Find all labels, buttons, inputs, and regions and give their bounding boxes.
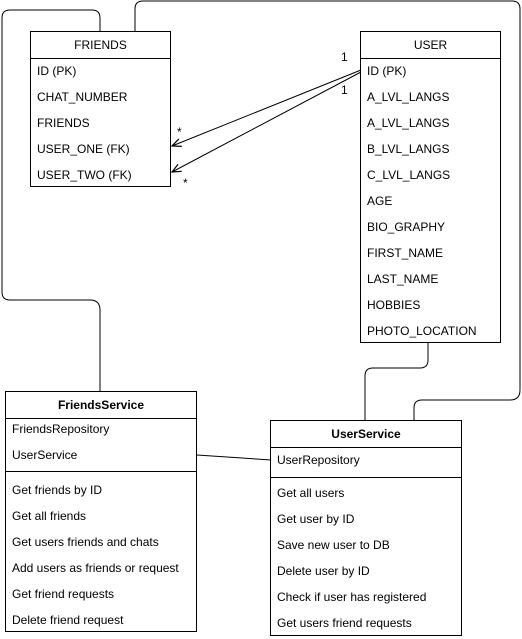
- user-service-method: Get users friend requests: [277, 616, 412, 630]
- friends-field: CHAT_NUMBER: [37, 90, 128, 104]
- friends-table-title: FRIENDS: [31, 32, 170, 59]
- friends-service-method: Delete friend request: [12, 613, 124, 627]
- friends-service-attribute: FriendsRepository: [12, 422, 110, 436]
- user-service-title: UserService: [271, 421, 461, 448]
- user-service-attribute: UserRepository: [277, 453, 360, 467]
- friends-service-method: Get all friends: [12, 509, 87, 523]
- user-service-method: Save new user to DB: [277, 538, 390, 552]
- user-to-user-two-relation: [172, 71, 362, 172]
- user-service-method: Get user by ID: [277, 512, 355, 526]
- friends-service-class[interactable]: FriendsService FriendsRepository UserSer…: [5, 391, 197, 632]
- user-service-method: Get all users: [277, 486, 345, 500]
- user-field: HOBBIES: [367, 298, 421, 312]
- user-service-class[interactable]: UserService UserRepository Get all users…: [270, 420, 462, 636]
- friends-service-user-service-association: [196, 454, 272, 461]
- friends-service-method: Add users as friends or request: [12, 561, 179, 575]
- multiplicity-many-label: *: [183, 176, 188, 190]
- friends-service-divider: [6, 471, 196, 472]
- user-field: ID (PK): [367, 64, 407, 78]
- friends-field: ID (PK): [37, 64, 77, 78]
- user-field: C_LVL_LANGS: [367, 168, 451, 182]
- friends-service-to-friends-connector: [1, 9, 101, 392]
- user-service-method: Delete user by ID: [277, 564, 370, 578]
- friends-field: USER_TWO (FK): [37, 168, 132, 182]
- multiplicity-one-label: 1: [341, 83, 348, 97]
- user-field: AGE: [367, 194, 393, 208]
- user-to-user-service-connector: [364, 342, 429, 420]
- user-field: FIRST_NAME: [367, 246, 444, 260]
- user-field: A_LVL_LANGS: [367, 90, 450, 104]
- user-field: BIO_GRAPHY: [367, 220, 446, 234]
- user-field: A_LVL_LANGS: [367, 116, 450, 130]
- user-field: B_LVL_LANGS: [367, 142, 450, 156]
- multiplicity-one-label: 1: [341, 50, 348, 64]
- user-to-user-one-relation: [172, 69, 362, 146]
- friends-service-title: FriendsService: [6, 392, 196, 419]
- user-field: PHOTO_LOCATION: [367, 324, 477, 338]
- friends-service-method: Get users friends and chats: [12, 535, 159, 549]
- user-table-title: USER: [361, 32, 500, 59]
- user-service-to-friends-connector: [134, 0, 521, 420]
- multiplicity-many-label: *: [177, 125, 182, 139]
- user-service-divider: [271, 477, 461, 478]
- friends-service-method: Get friend requests: [12, 587, 115, 601]
- friends-service-method: Get friends by ID: [12, 483, 103, 497]
- friends-field: FRIENDS: [37, 116, 90, 130]
- user-field: LAST_NAME: [367, 272, 439, 286]
- friends-field: USER_ONE (FK): [37, 142, 130, 156]
- friends-service-attribute: UserService: [12, 448, 78, 462]
- user-service-method: Check if user has registered: [277, 590, 427, 604]
- friends-table[interactable]: FRIENDS ID (PK) CHAT_NUMBER FRIENDS USER…: [30, 31, 171, 187]
- user-table[interactable]: USER ID (PK) A_LVL_LANGS A_LVL_LANGS B_L…: [360, 31, 501, 343]
